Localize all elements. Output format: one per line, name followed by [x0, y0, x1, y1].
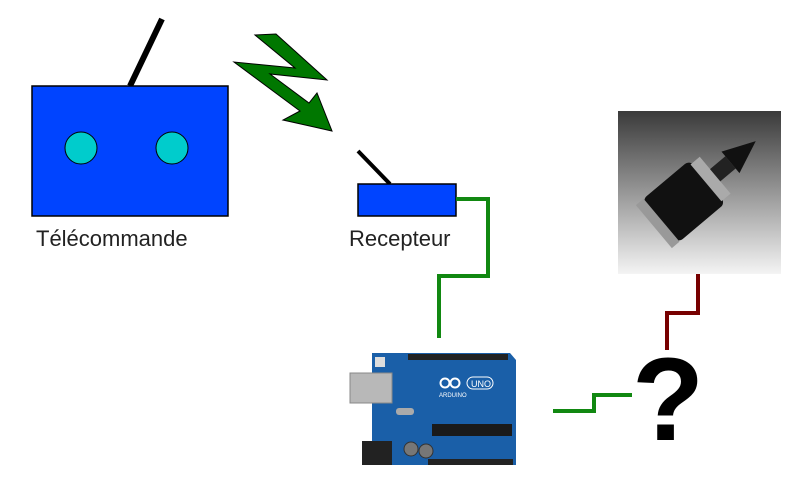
capacitor: [403, 441, 419, 457]
wire-receiver-arduino: [437, 197, 490, 338]
reset-button: [375, 357, 385, 367]
wire-unknown-motor: [665, 274, 700, 350]
arduino-board: ARDUINO UNO: [349, 353, 516, 465]
remote-body: [31, 85, 229, 217]
remote-button-right: [155, 131, 189, 165]
digital-header: [408, 354, 508, 360]
wireless-signal-icon: [232, 33, 333, 132]
remote-label: Télécommande: [36, 226, 188, 251]
receiver: [356, 149, 457, 217]
usb-port: [349, 372, 393, 404]
motor-image: [618, 111, 781, 274]
wire-arduino-unknown: [553, 393, 632, 413]
remote-button-left: [64, 131, 98, 165]
receiver-antenna: [356, 149, 392, 186]
remote-antenna: [127, 17, 165, 88]
analog-header: [428, 459, 513, 465]
atmega-chip: [432, 424, 512, 436]
model-text: UNO: [471, 379, 491, 389]
receiver-body: [357, 183, 457, 217]
receiver-label: Recepteur: [349, 226, 451, 251]
crystal: [396, 408, 414, 415]
brand-text: ARDUINO: [439, 393, 467, 399]
capacitor: [418, 443, 434, 459]
remote-control: [31, 17, 229, 217]
unknown-question-mark: ?: [632, 334, 704, 466]
power-jack: [362, 441, 392, 465]
arduino-logo: ARDUINO UNO: [439, 376, 494, 399]
